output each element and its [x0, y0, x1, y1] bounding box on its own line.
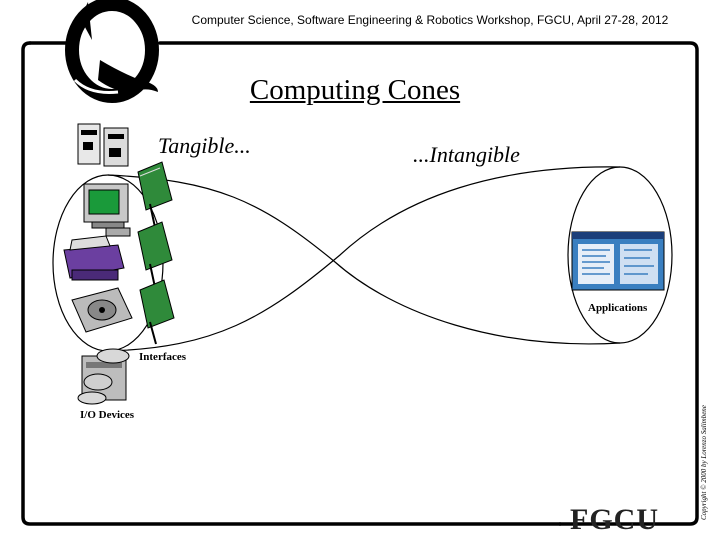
hard-drive-icon — [71, 287, 133, 333]
application-window-icon — [571, 231, 665, 291]
cd-rom-drive-icon — [77, 348, 130, 405]
intangible-caption: ...Intangible — [413, 142, 520, 167]
interfaces-label: Interfaces — [139, 351, 187, 363]
copyright-notice: Copyright © 2000 by Lorenzo Salimbene — [700, 405, 708, 520]
computer-tower-icon — [77, 123, 129, 167]
slide-title: Computing Cones — [249, 74, 461, 106]
slide-frame — [21, 41, 699, 526]
q-eagle-logo-icon — [65, 0, 159, 103]
cone-line-bottom-left-to-top-right — [107, 166, 621, 352]
tangible-caption: Tangible... — [158, 133, 251, 158]
workshop-header: Computer Science, Software Engineering &… — [191, 13, 669, 27]
interface-card-icon — [137, 161, 175, 345]
cone-line-top-left-to-bottom-right — [107, 174, 621, 345]
fgcu-logo: FGCU — [570, 503, 659, 536]
printer-icon — [63, 235, 125, 281]
io-devices-label: I/O Devices — [80, 409, 135, 421]
monitor-icon — [83, 183, 131, 237]
applications-label: Applications — [588, 302, 648, 314]
